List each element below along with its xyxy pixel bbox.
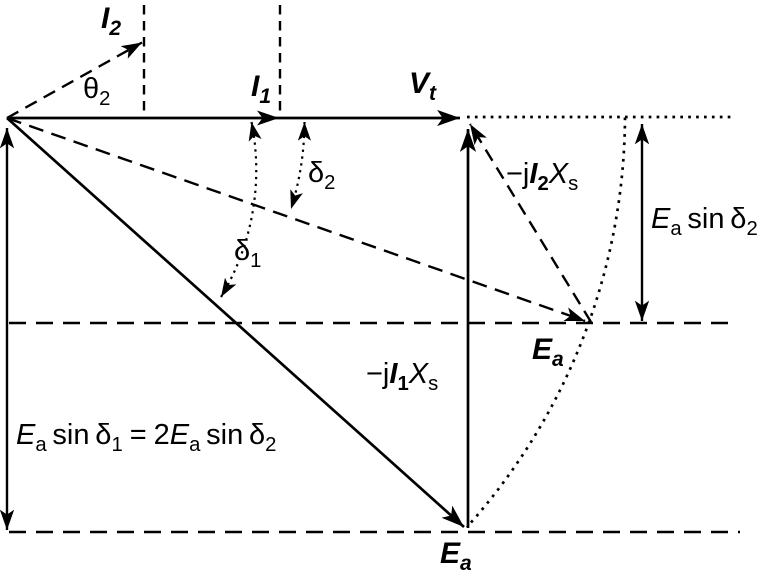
eq-d2: δ bbox=[249, 419, 266, 451]
eq-e1: E bbox=[16, 419, 36, 451]
eq-d1: δ bbox=[95, 419, 112, 451]
ea-magnitude-dotted-arc bbox=[465, 117, 627, 528]
ea-mid-base: E bbox=[532, 333, 553, 366]
ji1xs-i-sub: 1 bbox=[397, 372, 409, 395]
eq-d2-sub: 2 bbox=[265, 433, 277, 456]
ji1xs-x: X bbox=[408, 358, 429, 390]
easd2-e-sub: a bbox=[670, 217, 682, 240]
i1-base: I bbox=[251, 70, 260, 103]
ji1xs-label: −jI1Xs bbox=[366, 358, 438, 394]
i1-label: I1 bbox=[251, 70, 271, 108]
ji1xs-i: I bbox=[389, 358, 398, 390]
delta1-sub: 1 bbox=[250, 249, 262, 272]
vt-base: V bbox=[409, 67, 430, 100]
easd2-d-sub: 2 bbox=[746, 217, 758, 240]
ea-bottom-base: E bbox=[440, 537, 461, 570]
easd2-delta: δ bbox=[730, 203, 747, 235]
delta1-base: δ bbox=[234, 235, 251, 267]
delta1-angle-arc bbox=[220, 121, 262, 298]
easd2-e: E bbox=[651, 203, 671, 235]
delta2-angle-arc bbox=[289, 121, 312, 210]
ea-bottom-label: Ea bbox=[440, 537, 472, 575]
ea-bottom-sub: a bbox=[460, 552, 472, 575]
eq-sin2: sin bbox=[206, 419, 244, 451]
delta2-label: δ2 bbox=[308, 157, 335, 193]
ji2xs-prefix: −j bbox=[506, 158, 530, 190]
i2-sub: 2 bbox=[109, 17, 122, 40]
vt-sub: t bbox=[429, 82, 437, 105]
eq-e1-sub: a bbox=[35, 433, 47, 456]
ji2xs-x-sub: s bbox=[568, 172, 579, 195]
ji1xs-x-sub: s bbox=[428, 372, 439, 395]
theta2-label: θ2 bbox=[83, 73, 110, 109]
ji2xs-x: X bbox=[548, 158, 569, 190]
theta2-base: θ bbox=[83, 73, 100, 105]
eq-e2: E bbox=[169, 419, 190, 451]
i2-phasor-dashed-arrow bbox=[6, 41, 143, 120]
eq-coef: 2 bbox=[153, 419, 170, 451]
eq-equals: = bbox=[129, 419, 147, 451]
i2-label: I2 bbox=[101, 2, 121, 40]
i1-sub: 1 bbox=[259, 85, 272, 108]
vt-label: Vt bbox=[409, 67, 436, 105]
ji1xs-prefix: −j bbox=[366, 358, 390, 390]
ji2xs-dashed-arrow bbox=[468, 123, 593, 323]
easd2-sin: sin bbox=[687, 203, 725, 235]
eq-e2-sub: a bbox=[189, 433, 201, 456]
ji2xs-label: −jI2Xs bbox=[506, 158, 578, 194]
ji2xs-i: I bbox=[529, 158, 538, 190]
eq-sin1: sin bbox=[52, 419, 90, 451]
delta2-sub: 2 bbox=[324, 171, 336, 194]
i1-arrowhead bbox=[257, 110, 279, 126]
delta2-base: δ bbox=[308, 157, 325, 189]
ji2xs-i-sub: 2 bbox=[537, 172, 549, 195]
ea2-phasor-dashed-arrow bbox=[6, 116, 586, 323]
delta1-label: δ1 bbox=[234, 235, 261, 271]
theta2-sub: 2 bbox=[99, 87, 111, 110]
eq-d1-sub: 1 bbox=[111, 433, 123, 456]
i2-base: I bbox=[101, 2, 110, 35]
ea-mid-label: Ea bbox=[532, 333, 564, 371]
ea-mid-sub: a bbox=[552, 348, 564, 371]
